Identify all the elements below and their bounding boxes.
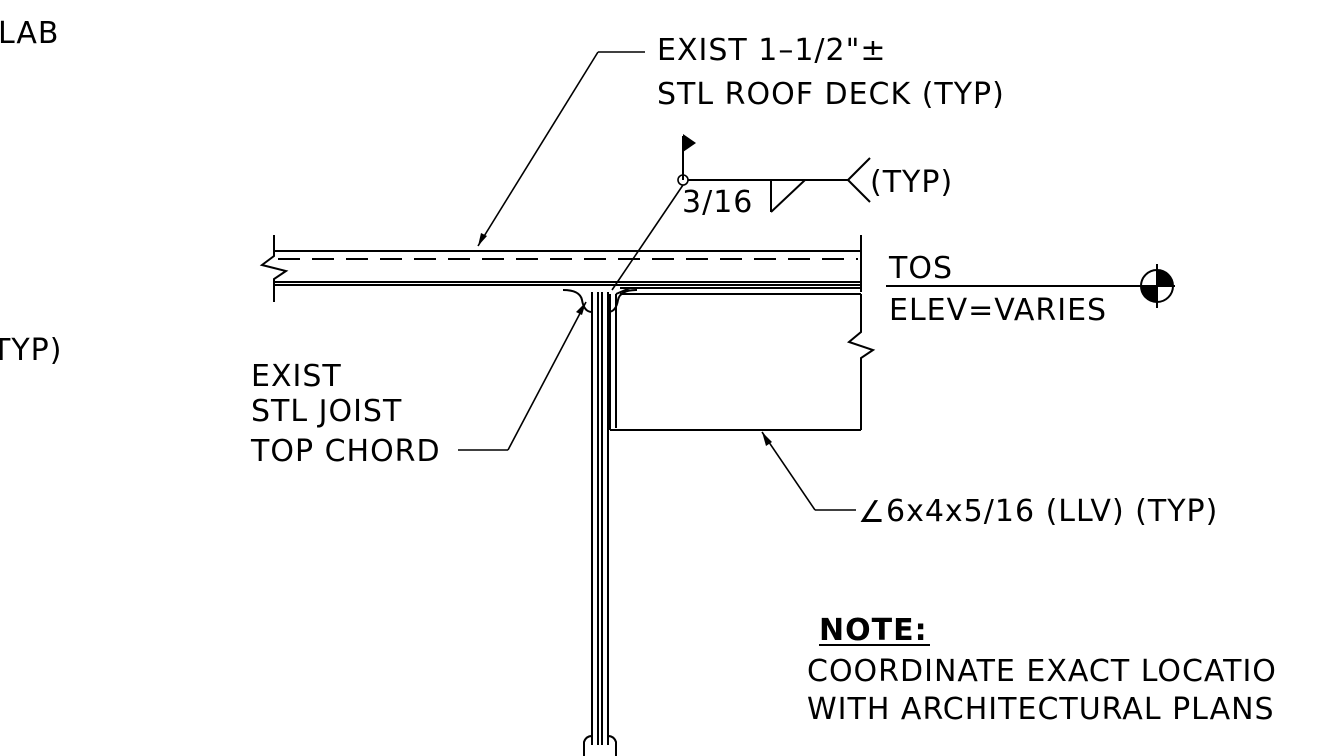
angle-spec-label: 6x4x5/16 (LLV) (TYP) bbox=[886, 494, 1218, 529]
steel-angle bbox=[609, 287, 876, 431]
joist-label-line2: STL JOIST bbox=[251, 394, 402, 429]
note-line2: WITH ARCHITECTURAL PLANS bbox=[807, 692, 1275, 727]
joist-label-line3: TOP CHORD bbox=[250, 434, 441, 469]
elevation-target-icon bbox=[1140, 264, 1174, 308]
note-line1: COORDINATE EXACT LOCATIO bbox=[807, 654, 1277, 689]
typ-label-fragment: TYP) bbox=[0, 333, 62, 368]
roof-deck bbox=[259, 235, 862, 302]
slab-label-fragment: LAB bbox=[0, 16, 60, 51]
angle-symbol-icon: ∠ bbox=[858, 495, 885, 530]
weld-size-label: 3/16 bbox=[682, 185, 753, 220]
joist-callout: EXIST STL JOIST TOP CHORD bbox=[250, 301, 587, 469]
break-line-icon bbox=[846, 294, 876, 430]
roof-deck-label-line1: EXIST 1–1/2"± bbox=[657, 33, 887, 68]
break-line-icon bbox=[259, 235, 289, 302]
tos-elevation: TOS ELEV=VARIES bbox=[886, 251, 1175, 328]
weld-typ-label: (TYP) bbox=[870, 165, 953, 200]
joist-top-chord bbox=[562, 289, 638, 756]
joist-label-line1: EXIST bbox=[251, 359, 342, 394]
elev-label: ELEV=VARIES bbox=[889, 293, 1107, 328]
note-title: NOTE: bbox=[819, 613, 928, 648]
field-weld-flag-icon bbox=[683, 134, 696, 152]
roof-deck-callout: EXIST 1–1/2"± STL ROOF DECK (TYP) bbox=[477, 33, 1005, 247]
angle-callout: ∠ 6x4x5/16 (LLV) (TYP) bbox=[761, 431, 1218, 530]
tos-label: TOS bbox=[888, 251, 953, 286]
roof-deck-label-line2: STL ROOF DECK (TYP) bbox=[657, 77, 1005, 112]
weld-symbol: 3/16 (TYP) bbox=[611, 134, 953, 291]
note-block: NOTE: COORDINATE EXACT LOCATIO WITH ARCH… bbox=[807, 613, 1277, 727]
